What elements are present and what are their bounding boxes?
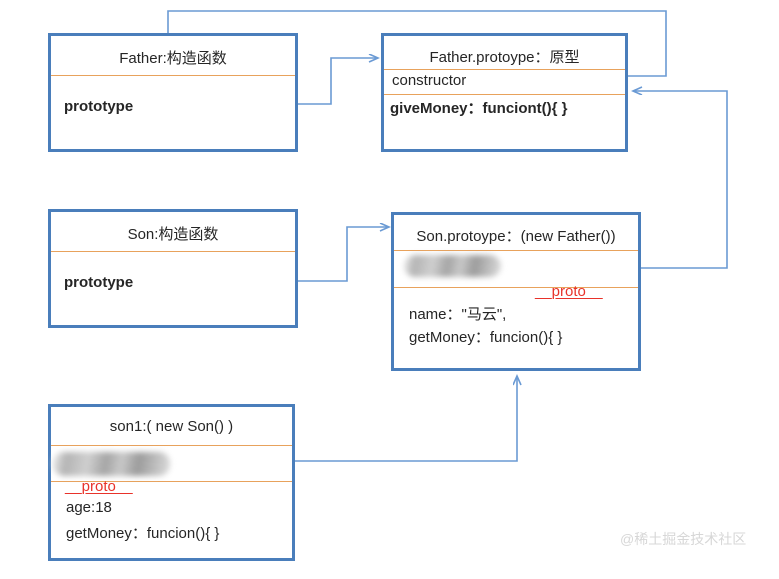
box-father-prototype-row-givemoney: giveMoney：funciont(){ } bbox=[390, 100, 568, 117]
box-son-prototype-redacted-proto bbox=[404, 255, 501, 277]
box-son-prototype-row-getmoney: getMoney：funcion(){ } bbox=[409, 329, 563, 346]
box-son-prototype-separator-1 bbox=[394, 250, 638, 251]
box-father-separator-1 bbox=[51, 75, 295, 76]
box-son1[interactable]: son1:( new Son() ) __proto__ age:18 getM… bbox=[48, 404, 295, 561]
box-father-row-prototype: prototype bbox=[64, 98, 134, 115]
box-father-prototype-title: Father.protoype：原型 bbox=[429, 49, 580, 66]
box-son1-row-getmoney: getMoney：funcion(){ } bbox=[66, 525, 220, 542]
box-son-prototype-title: Son.protoype：(new Father()) bbox=[416, 228, 616, 245]
box-son1-redacted-proto bbox=[53, 452, 170, 476]
box-son-prototype[interactable]: Son.protoype：(new Father()) __proto__ na… bbox=[391, 212, 641, 371]
watermark-text: @稀土掘金技术社区 bbox=[620, 531, 747, 547]
box-father[interactable]: Father:构造函数 prototype bbox=[48, 33, 298, 152]
box-father-prototype-separator-1 bbox=[384, 69, 625, 70]
box-son-prototype-separator-2 bbox=[394, 287, 638, 288]
box-father-prototype-separator-2 bbox=[384, 94, 625, 95]
box-father-prototype[interactable]: Father.protoype：原型 constructor giveMoney… bbox=[381, 33, 628, 152]
box-father-title: Father:构造函数 bbox=[119, 50, 227, 67]
box-son-title: Son:构造函数 bbox=[127, 226, 219, 243]
box-father-prototype-row-constructor: constructor bbox=[392, 72, 467, 89]
box-son-separator-1 bbox=[51, 251, 295, 252]
box-son-row-prototype: prototype bbox=[64, 274, 134, 291]
box-son1-title: son1:( new Son() ) bbox=[109, 418, 234, 435]
box-son1-separator-1 bbox=[51, 445, 292, 446]
box-son1-proto-label: __proto__ bbox=[65, 478, 133, 495]
box-son1-separator-2 bbox=[51, 481, 292, 482]
box-son1-row-age: age:18 bbox=[66, 499, 112, 516]
box-son-prototype-row-name: name："马云", bbox=[409, 306, 507, 323]
box-son-prototype-proto-label: __proto__ bbox=[535, 283, 603, 300]
box-son[interactable]: Son:构造函数 prototype bbox=[48, 209, 298, 328]
